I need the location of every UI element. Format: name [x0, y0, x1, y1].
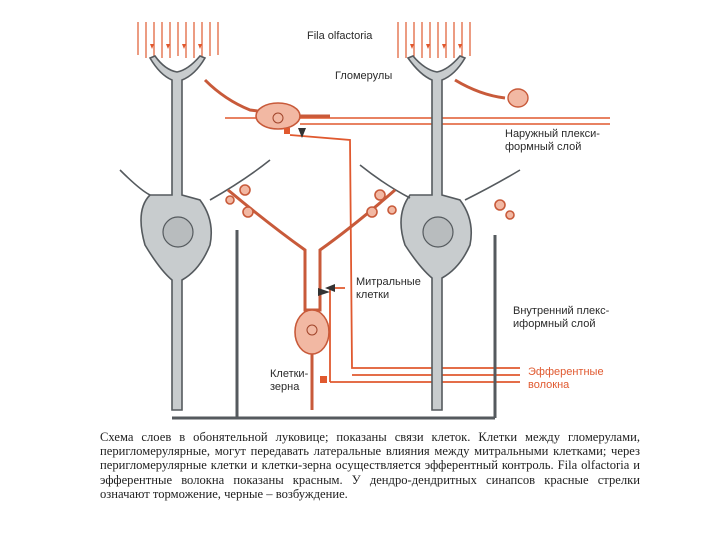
mitral-cell-right: [359, 55, 521, 411]
mitral-cell-left: [119, 55, 271, 411]
figure-caption: Схема слоев в обонятельной луковице; пок…: [100, 430, 640, 501]
label-outer-plexiform-layer: Наружный плекси- формный слой: [505, 128, 600, 153]
fila-olfactoria-left: [137, 22, 219, 58]
granule-spines: [225, 184, 515, 220]
label-inner-plexiform-layer: Внутренний плекс- иформный слой: [513, 305, 610, 330]
label-efferent-fibers: Эфферентные волокна: [528, 366, 604, 391]
label-arrows: [325, 284, 335, 292]
fila-olfactoria-right: [397, 22, 471, 58]
fila-arrows-right: [410, 44, 462, 49]
label-fila-olfactoria: Fila olfactoria: [307, 30, 373, 42]
olfactory-bulb-diagram: [119, 22, 610, 420]
periglomerular-cell-right: [454, 78, 529, 108]
fila-arrows-left: [150, 44, 202, 49]
periglomerular-cell: [203, 78, 330, 138]
label-granule-cells: Клетки- зерна: [270, 368, 309, 393]
label-mitral-cells: Митральные клетки: [356, 276, 421, 301]
mitral-axons: [172, 230, 497, 420]
label-glomeruli: Гломерулы: [335, 70, 393, 82]
